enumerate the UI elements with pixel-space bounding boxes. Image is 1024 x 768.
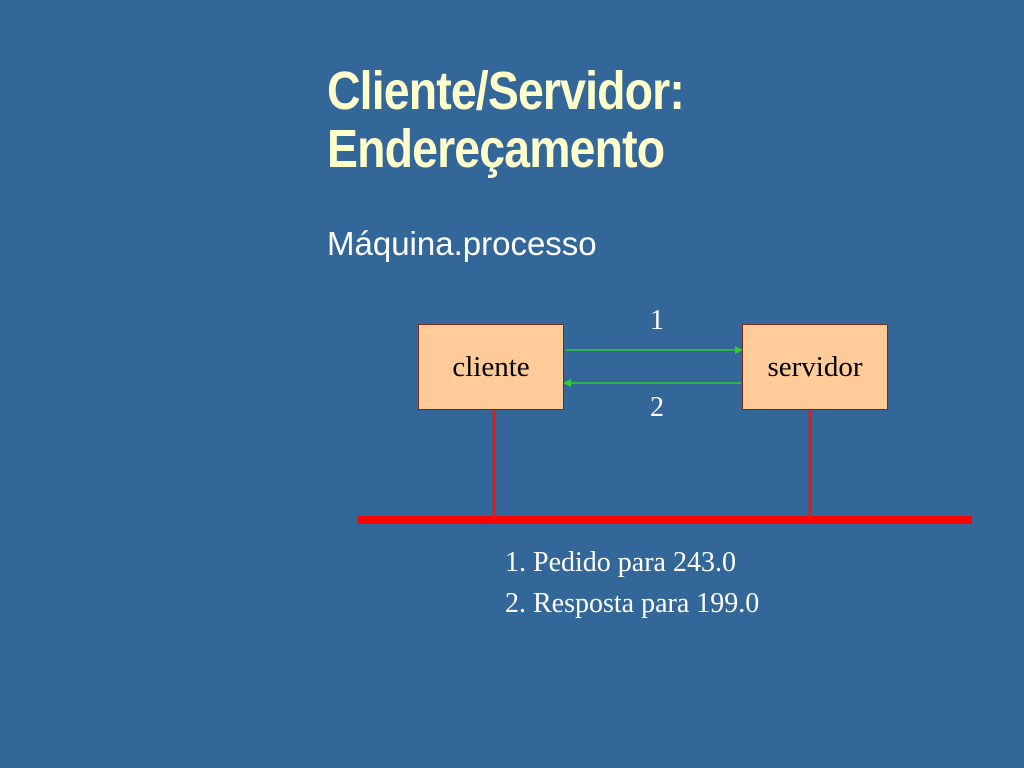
note-item-response: 2. Resposta para 199.0: [505, 588, 760, 619]
client-box: cliente: [418, 324, 564, 410]
slide-subtitle: Máquina.processo: [327, 225, 597, 262]
client-label: cliente: [452, 350, 530, 383]
note-item-request: 1. Pedido para 243.0: [505, 547, 736, 578]
response-arrow-label: 2: [650, 392, 664, 423]
request-arrow-label: 1: [650, 305, 664, 336]
slide-title: Cliente/Servidor: Endereçamento: [327, 61, 685, 179]
slide-title-line-2: Endereçamento: [327, 119, 665, 179]
server-label: servidor: [767, 350, 863, 383]
slide-title-line-1: Cliente/Servidor:: [327, 61, 685, 121]
server-box: servidor: [742, 324, 888, 410]
notes-list: 1. Pedido para 243.0 2. Resposta para 19…: [505, 542, 759, 624]
